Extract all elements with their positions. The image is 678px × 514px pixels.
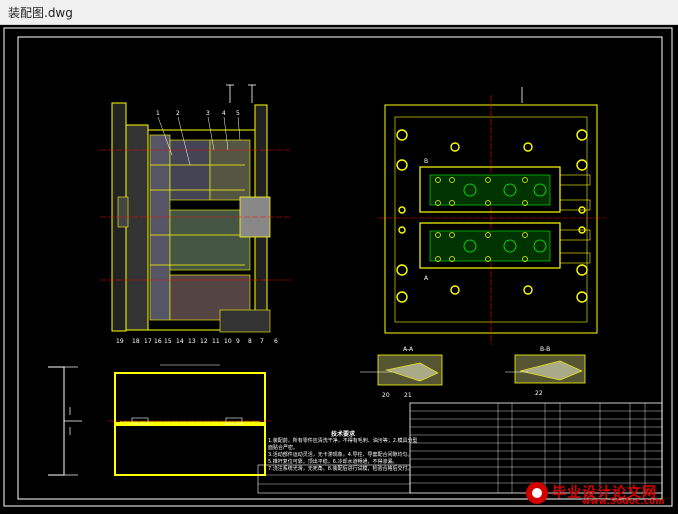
watermark-main: 毕业设计论文网 [552,485,657,501]
technical-note-line: 1.装配前，所有零件应清洗干净，不得有毛刺、油污等；2.模具分型面贴合严密。 [268,438,418,451]
svg-text:13: 13 [188,338,196,345]
outer-frame [3,27,673,507]
inner-frame [17,36,663,500]
plate-view [108,364,272,476]
main-section-view: 1 2 3 4 5 19 18 17 16 15 14 13 12 11 10 … [100,84,290,345]
technical-notes-title: 技术要求 [330,431,355,438]
technical-note-line: 3.活动部件运动灵活，无卡滞现象。4.导柱、导套配合间隙均匀。 [268,452,413,458]
section-b-view: B-B 22 [505,346,586,397]
section-a-part-21: 21 [404,392,412,399]
drawing-canvas[interactable]: 1 2 3 4 5 19 18 17 16 15 14 13 12 11 10 … [0,25,678,510]
svg-text:7: 7 [260,338,264,345]
watermark-logo-icon [526,482,548,504]
window-title: 装配图.dwg [8,6,73,20]
svg-text:8: 8 [248,338,252,345]
svg-text:4: 4 [222,110,226,117]
svg-text:16: 16 [154,338,162,345]
technical-note-line: 7.浇注系统光滑，无死角。8.装配后进行试模，检验合格后交付。 [268,466,413,472]
section-a-view: A-A 20 21 [360,346,443,399]
section-b-label: B-B [540,346,550,353]
svg-text:5: 5 [236,110,240,117]
plan-mark-a: A [424,275,429,282]
svg-text:1: 1 [156,110,160,117]
section-a-part-20: 20 [382,392,390,399]
bom-table [409,402,663,494]
plan-mark-b: B [424,158,428,165]
watermark-sub: www.56doc.com [582,497,665,507]
svg-text:15: 15 [164,338,172,345]
window-titlebar: 装配图.dwg [0,0,678,25]
svg-text:2: 2 [176,110,180,117]
svg-text:18: 18 [132,338,140,345]
title-block [257,464,411,494]
plan-view: B A [378,87,605,345]
technical-notes: 技术要求 1.装配前，所有零件应清洗干净，不得有毛刺、油污等；2.模具分型面贴合… [268,431,418,473]
technical-note-line: 5.推杆复位可靠，顶出平稳。6.冷却水道畅通，不得渗漏。 [268,459,398,465]
svg-text:9: 9 [236,338,240,345]
svg-text:12: 12 [200,338,208,345]
cad-drawing: 1 2 3 4 5 19 18 17 16 15 14 13 12 11 10 … [3,27,673,507]
svg-text:11: 11 [212,338,220,345]
section-b-part-22: 22 [535,390,543,397]
svg-text:14: 14 [176,338,184,345]
svg-text:17: 17 [144,338,152,345]
svg-text:19: 19 [116,338,124,345]
side-profile-view [48,366,82,476]
svg-text:10: 10 [224,338,232,345]
section-a-label: A-A [403,346,414,353]
svg-text:3: 3 [206,110,210,117]
svg-text:6: 6 [274,338,278,345]
watermark: 毕业设计论文网 www.56doc.com [520,480,678,508]
